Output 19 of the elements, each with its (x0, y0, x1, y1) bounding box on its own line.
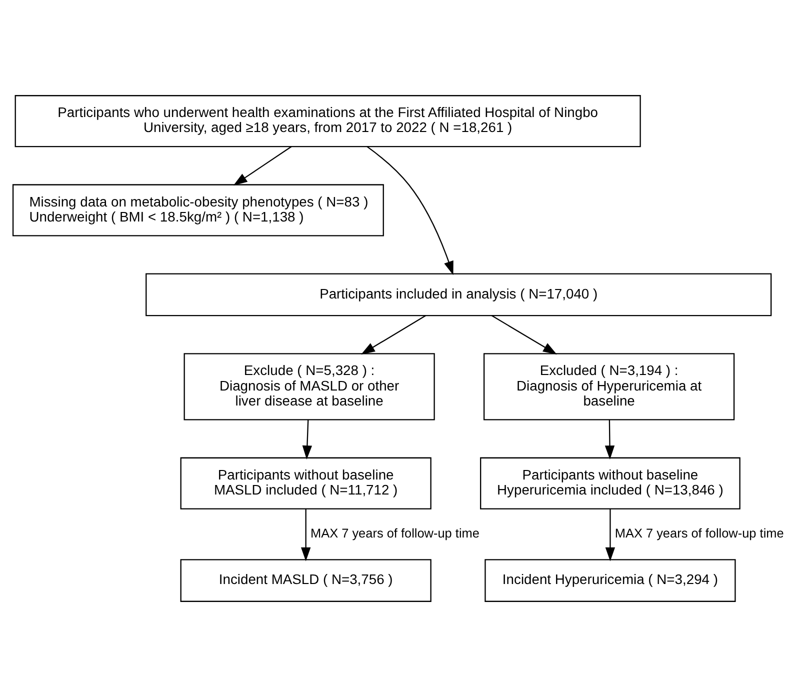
node-box: Participants without baseline MASLD included ( N=11,712 ) (180, 456, 432, 509)
node-box: Missing data on metabolic-obesity phenotypes ( N=83 ) Underweight ( BMI < 18.5kg/m² ) ( N=1,138 ) (12, 184, 384, 236)
node-box: Participants who underwent health examinations at the First Affiliated Hospital of Ningbo University, aged ≥18 years, from 2017 to 2022 ( N =18,261 ) (14, 94, 641, 147)
arrow (300, 508, 311, 561)
arrow (605, 508, 616, 561)
node-box: Incident MASLD ( N=3,756 ) (180, 558, 432, 602)
arrow (233, 146, 292, 185)
node-box: Participants included in analysis ( N=17,040 ) (146, 272, 772, 316)
node-box: Excluded ( N=3,194 ) : Diagnosis of Hyperuricemia at baseline (483, 352, 735, 420)
edge-label: MAX 7 years of follow-up time (614, 524, 784, 540)
node-box: Participants without baseline Hyperuricemia included ( N=13,846 ) (480, 456, 740, 509)
arrow (302, 419, 312, 459)
edge-label: MAX 7 years of follow-up time (310, 524, 480, 540)
arrow (361, 314, 426, 354)
arrow (604, 419, 615, 459)
arrow (366, 146, 454, 275)
node-box: Exclude ( N=5,328 ) : Diagnosis of MASLD or other liver disease at baseline (184, 352, 435, 420)
node-box: Incident Hyperuricemia ( N=3,294 ) (484, 558, 736, 602)
arrow (491, 314, 557, 354)
